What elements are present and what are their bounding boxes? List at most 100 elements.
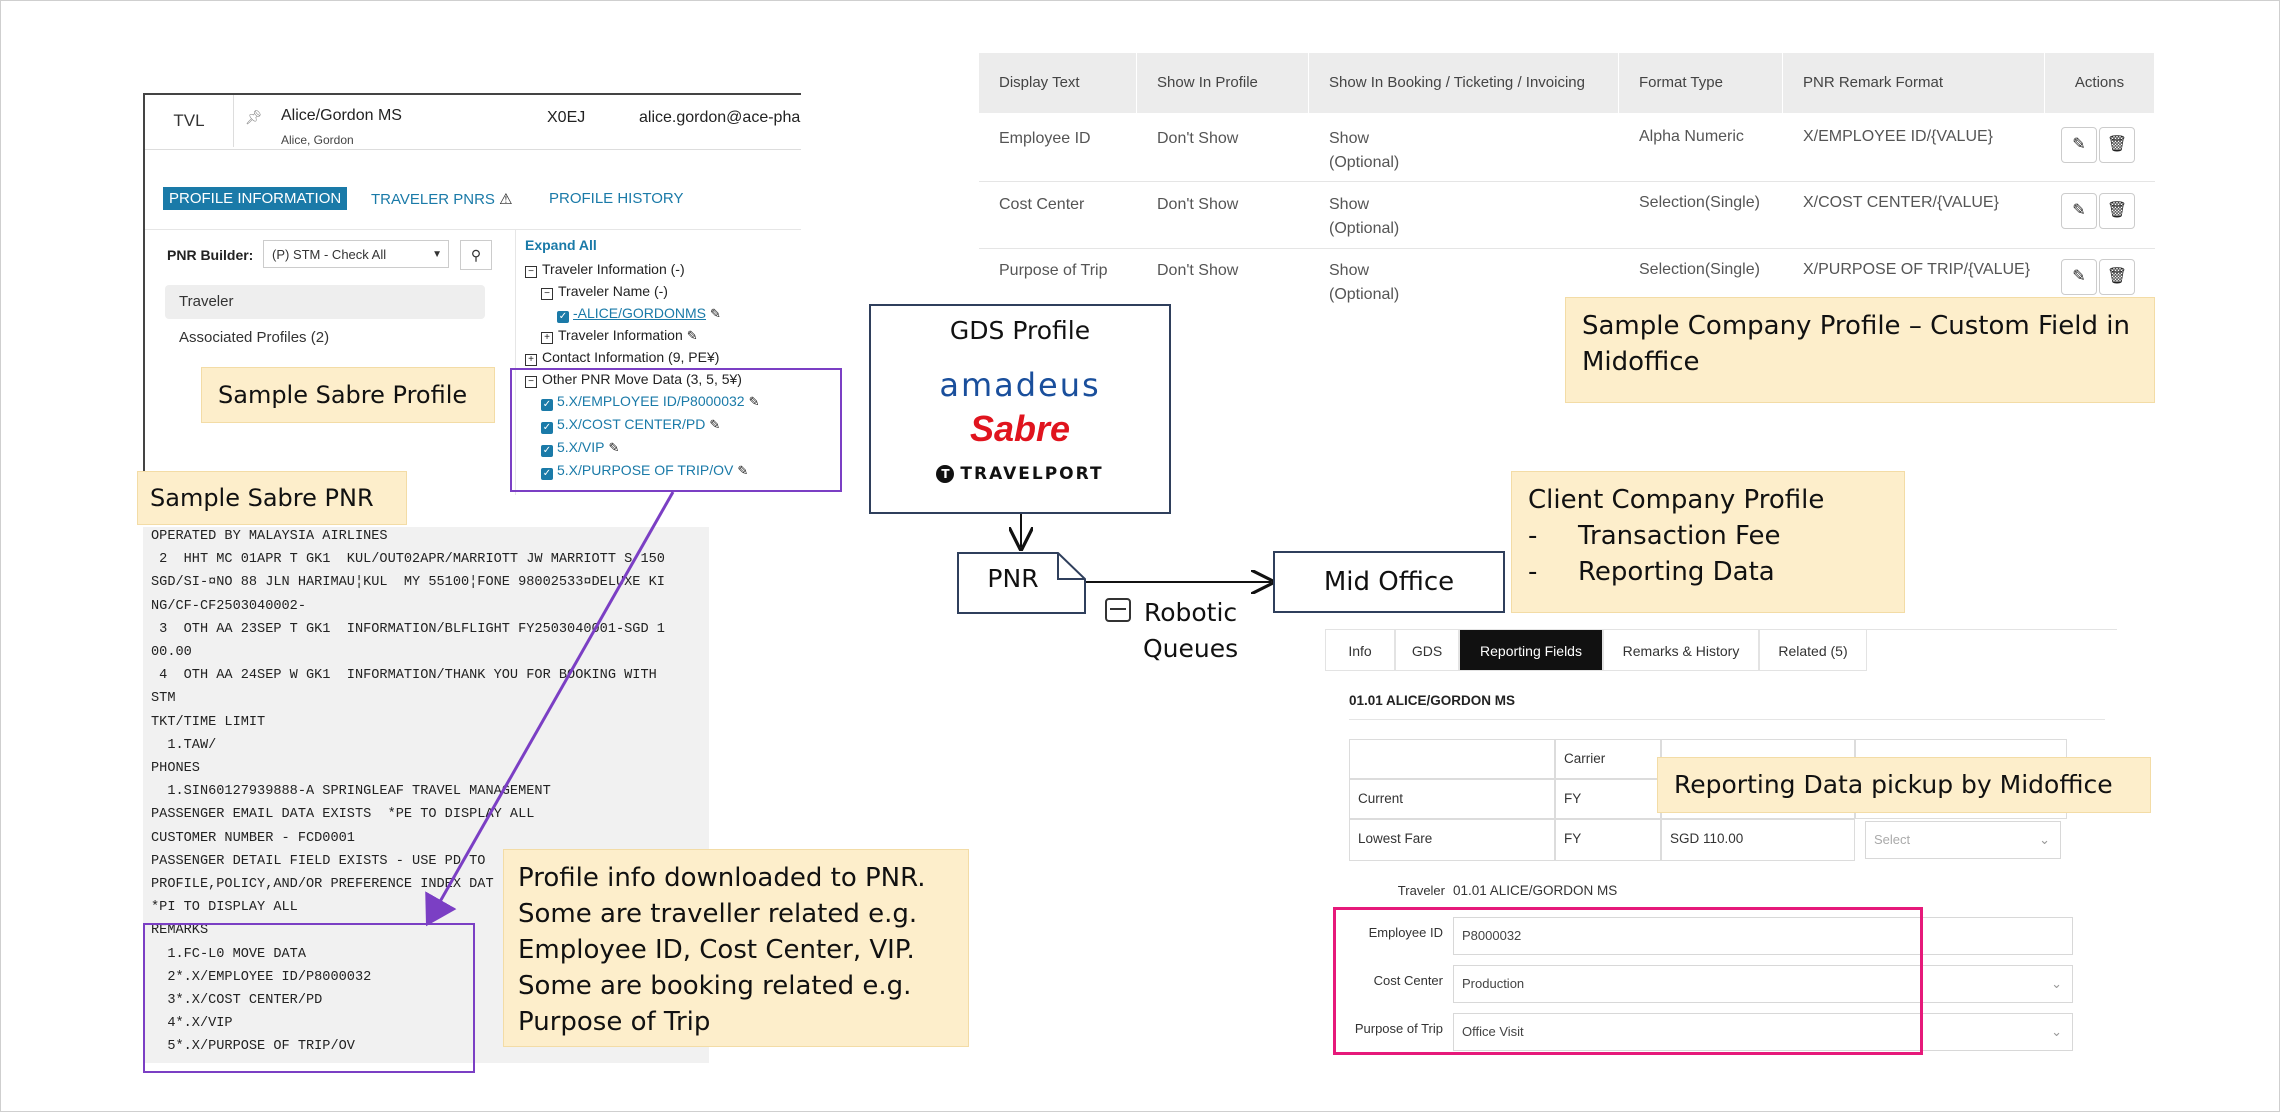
left-item-associated-profiles[interactable]: Associated Profiles (2) bbox=[179, 329, 330, 346]
pnr-builder-value: (P) STM - Check All bbox=[272, 247, 387, 262]
move-data-highlight bbox=[510, 368, 842, 492]
tree-cost-center[interactable]: ✓5.X/COST CENTER/PD✎ bbox=[541, 416, 721, 434]
column-header: Show In Profile bbox=[1137, 53, 1309, 113]
note-client-company-profile: Client Company Profile -Transaction Fee … bbox=[1511, 471, 1905, 613]
chevron-down-icon: ⌄ bbox=[2051, 976, 2062, 991]
header-divider bbox=[145, 149, 801, 150]
tree-contact-information[interactable]: +Contact Information (9, PE¥) bbox=[525, 349, 719, 366]
cell-display-text: Purpose of Trip bbox=[999, 262, 1108, 279]
tab-gds[interactable]: GDS bbox=[1395, 629, 1459, 671]
warning-icon: ⚠ bbox=[499, 191, 513, 208]
expand-all-link[interactable]: Expand All bbox=[525, 237, 597, 253]
company-profile-table: Display Text Show In Profile Show In Boo… bbox=[979, 53, 2155, 313]
left-item-traveler[interactable]: Traveler bbox=[165, 285, 485, 319]
search-icon[interactable]: ⚲ bbox=[460, 240, 492, 270]
profile-info-line: Some are traveller related e.g. bbox=[518, 899, 918, 929]
pnr-line: SGD/SI-¤NO 88 JLN HARIMAU¦KUL MY 55100¦F… bbox=[151, 575, 665, 591]
column-header: Display Text bbox=[979, 53, 1137, 113]
tvl-tab[interactable]: TVL bbox=[145, 95, 234, 147]
edit-icon[interactable]: ✎ bbox=[2061, 193, 2097, 229]
checkbox-icon[interactable]: ✓ bbox=[541, 422, 553, 434]
queue-icon-line bbox=[1110, 608, 1126, 610]
employee-id-label: Employee ID bbox=[1368, 925, 1443, 940]
tree-employee-id[interactable]: ✓5.X/EMPLOYEE ID/P8000032✎ bbox=[541, 393, 760, 411]
delete-icon[interactable]: 🗑︎ bbox=[2099, 259, 2135, 295]
client-note-item: -Reporting Data bbox=[1528, 557, 1775, 587]
tab-traveler-pnrs-label: TRAVELER PNRS bbox=[371, 191, 495, 208]
cell-show-in-booking-optional: (Optional) bbox=[1329, 154, 1400, 171]
cell-format-type: Selection(Single) bbox=[1639, 261, 1760, 278]
travelport-text: TRAVELPORT bbox=[960, 464, 1104, 484]
checkbox-icon[interactable]: ✓ bbox=[541, 468, 553, 480]
tree-vip[interactable]: ✓5.X/VIP✎ bbox=[541, 439, 620, 457]
cost-center-label: Cost Center bbox=[1373, 973, 1443, 988]
pencil-icon[interactable]: ✎ bbox=[709, 417, 721, 432]
column-header: PNR Remark Format bbox=[1783, 53, 2045, 113]
pencil-icon[interactable]: ✎ bbox=[686, 328, 698, 343]
mid-office-box: Mid Office bbox=[1273, 551, 1505, 613]
traveler-label: Traveler bbox=[1397, 883, 1445, 898]
cost-center-select[interactable]: Production ⌄ bbox=[1453, 965, 2073, 1003]
tree-traveler-name[interactable]: −Traveler Name (-) bbox=[541, 283, 668, 300]
tab-profile-information[interactable]: PROFILE INFORMATION bbox=[163, 187, 348, 210]
tab-profile-history[interactable]: PROFILE HISTORY bbox=[549, 190, 684, 207]
carrier-header: Carrier bbox=[1555, 739, 1661, 779]
tree-traveler-information-sub[interactable]: +Traveler Information✎ bbox=[541, 327, 698, 344]
expand-icon: + bbox=[541, 332, 553, 344]
checkbox-icon[interactable]: ✓ bbox=[541, 399, 553, 411]
edit-icon[interactable]: ✎ bbox=[2061, 127, 2097, 163]
tab-info[interactable]: Info bbox=[1325, 629, 1395, 671]
purpose-of-trip-select[interactable]: Office Visit ⌄ bbox=[1453, 1013, 2073, 1051]
pnr-line: PHONES bbox=[151, 761, 200, 776]
pencil-icon[interactable]: ✎ bbox=[748, 394, 760, 409]
chevron-down-icon: ⌄ bbox=[2051, 1024, 2062, 1039]
tree-purpose-of-trip[interactable]: ✓5.X/PURPOSE OF TRIP/OV✎ bbox=[541, 462, 749, 480]
tab-reporting-fields[interactable]: Reporting Fields bbox=[1459, 629, 1603, 671]
record-locator: X0EJ bbox=[547, 109, 586, 126]
tree-other-pnr-move-data[interactable]: −Other PNR Move Data (3, 5, 5¥) bbox=[525, 371, 742, 388]
pnr-line: 2 HHT MC 01APR T GK1 KUL/OUT02APR/MARRIO… bbox=[151, 552, 665, 568]
pnr-line: REMARKS bbox=[151, 923, 209, 939]
tabs-divider bbox=[145, 229, 801, 230]
pencil-icon[interactable]: ✎ bbox=[710, 306, 721, 321]
sabre-profile-panel: TVL 📌︎ Alice/Gordon MS Alice, Gordon X0E… bbox=[143, 93, 801, 495]
column-header: Format Type bbox=[1619, 53, 1783, 113]
tree-traveler-information[interactable]: −Traveler Information (-) bbox=[525, 261, 685, 278]
pnr-line: 00.00 bbox=[151, 645, 192, 660]
pin-icon[interactable]: 📌︎ bbox=[245, 109, 263, 125]
row-label-lowest-fare: Lowest Fare bbox=[1349, 819, 1555, 861]
employee-id-input[interactable]: P8000032 bbox=[1453, 917, 2073, 955]
lowest-fare-select[interactable]: Select⌄ bbox=[1865, 821, 2061, 859]
checkbox-icon[interactable]: ✓ bbox=[557, 311, 569, 323]
collapse-icon: − bbox=[525, 266, 537, 278]
cost-center-value: Production bbox=[1462, 976, 1525, 991]
cell-show-in-booking: Show bbox=[1329, 262, 1370, 279]
note-sample-sabre-pnr: Sample Sabre PNR bbox=[137, 471, 407, 525]
tab-related[interactable]: Related (5) bbox=[1759, 629, 1867, 671]
tab-traveler-pnrs[interactable]: TRAVELER PNRS ⚠ bbox=[371, 190, 513, 208]
pencil-icon[interactable]: ✎ bbox=[737, 463, 749, 478]
purpose-of-trip-value: Office Visit bbox=[1462, 1024, 1524, 1039]
delete-icon[interactable]: 🗑︎ bbox=[2099, 127, 2135, 163]
amadeus-logo: amadeus bbox=[939, 366, 1101, 404]
note-reporting-data: Reporting Data pickup by Midoffice bbox=[1657, 757, 2151, 813]
select-placeholder: Select bbox=[1874, 832, 1911, 847]
column-header: Actions bbox=[2045, 53, 2155, 113]
travelport-icon: T bbox=[936, 465, 955, 483]
robotic-queues-label: Robotic Queues bbox=[1143, 595, 1238, 667]
pnr-line: 5*.X/PURPOSE OF TRIP/OV bbox=[151, 1039, 355, 1055]
note-sample-sabre-profile: Sample Sabre Profile bbox=[201, 367, 495, 423]
pnr-line: 4*.X/VIP bbox=[151, 1016, 233, 1032]
cell-show-in-profile: Don't Show bbox=[1157, 262, 1239, 279]
cell-display-text: Cost Center bbox=[999, 196, 1085, 213]
edit-icon[interactable]: ✎ bbox=[2061, 259, 2097, 295]
tree-alice-gordon[interactable]: ✓-ALICE/GORDONMS✎ bbox=[557, 305, 721, 323]
pencil-icon[interactable]: ✎ bbox=[608, 440, 620, 455]
pnr-builder-select[interactable]: (P) STM - Check All▼ bbox=[263, 240, 449, 268]
delete-icon[interactable]: 🗑︎ bbox=[2099, 193, 2135, 229]
checkbox-icon[interactable]: ✓ bbox=[541, 445, 553, 457]
tab-remarks-history[interactable]: Remarks & History bbox=[1603, 629, 1759, 671]
cell-show-in-profile: Don't Show bbox=[1157, 196, 1239, 213]
cell-format-type: Selection(Single) bbox=[1639, 194, 1760, 211]
